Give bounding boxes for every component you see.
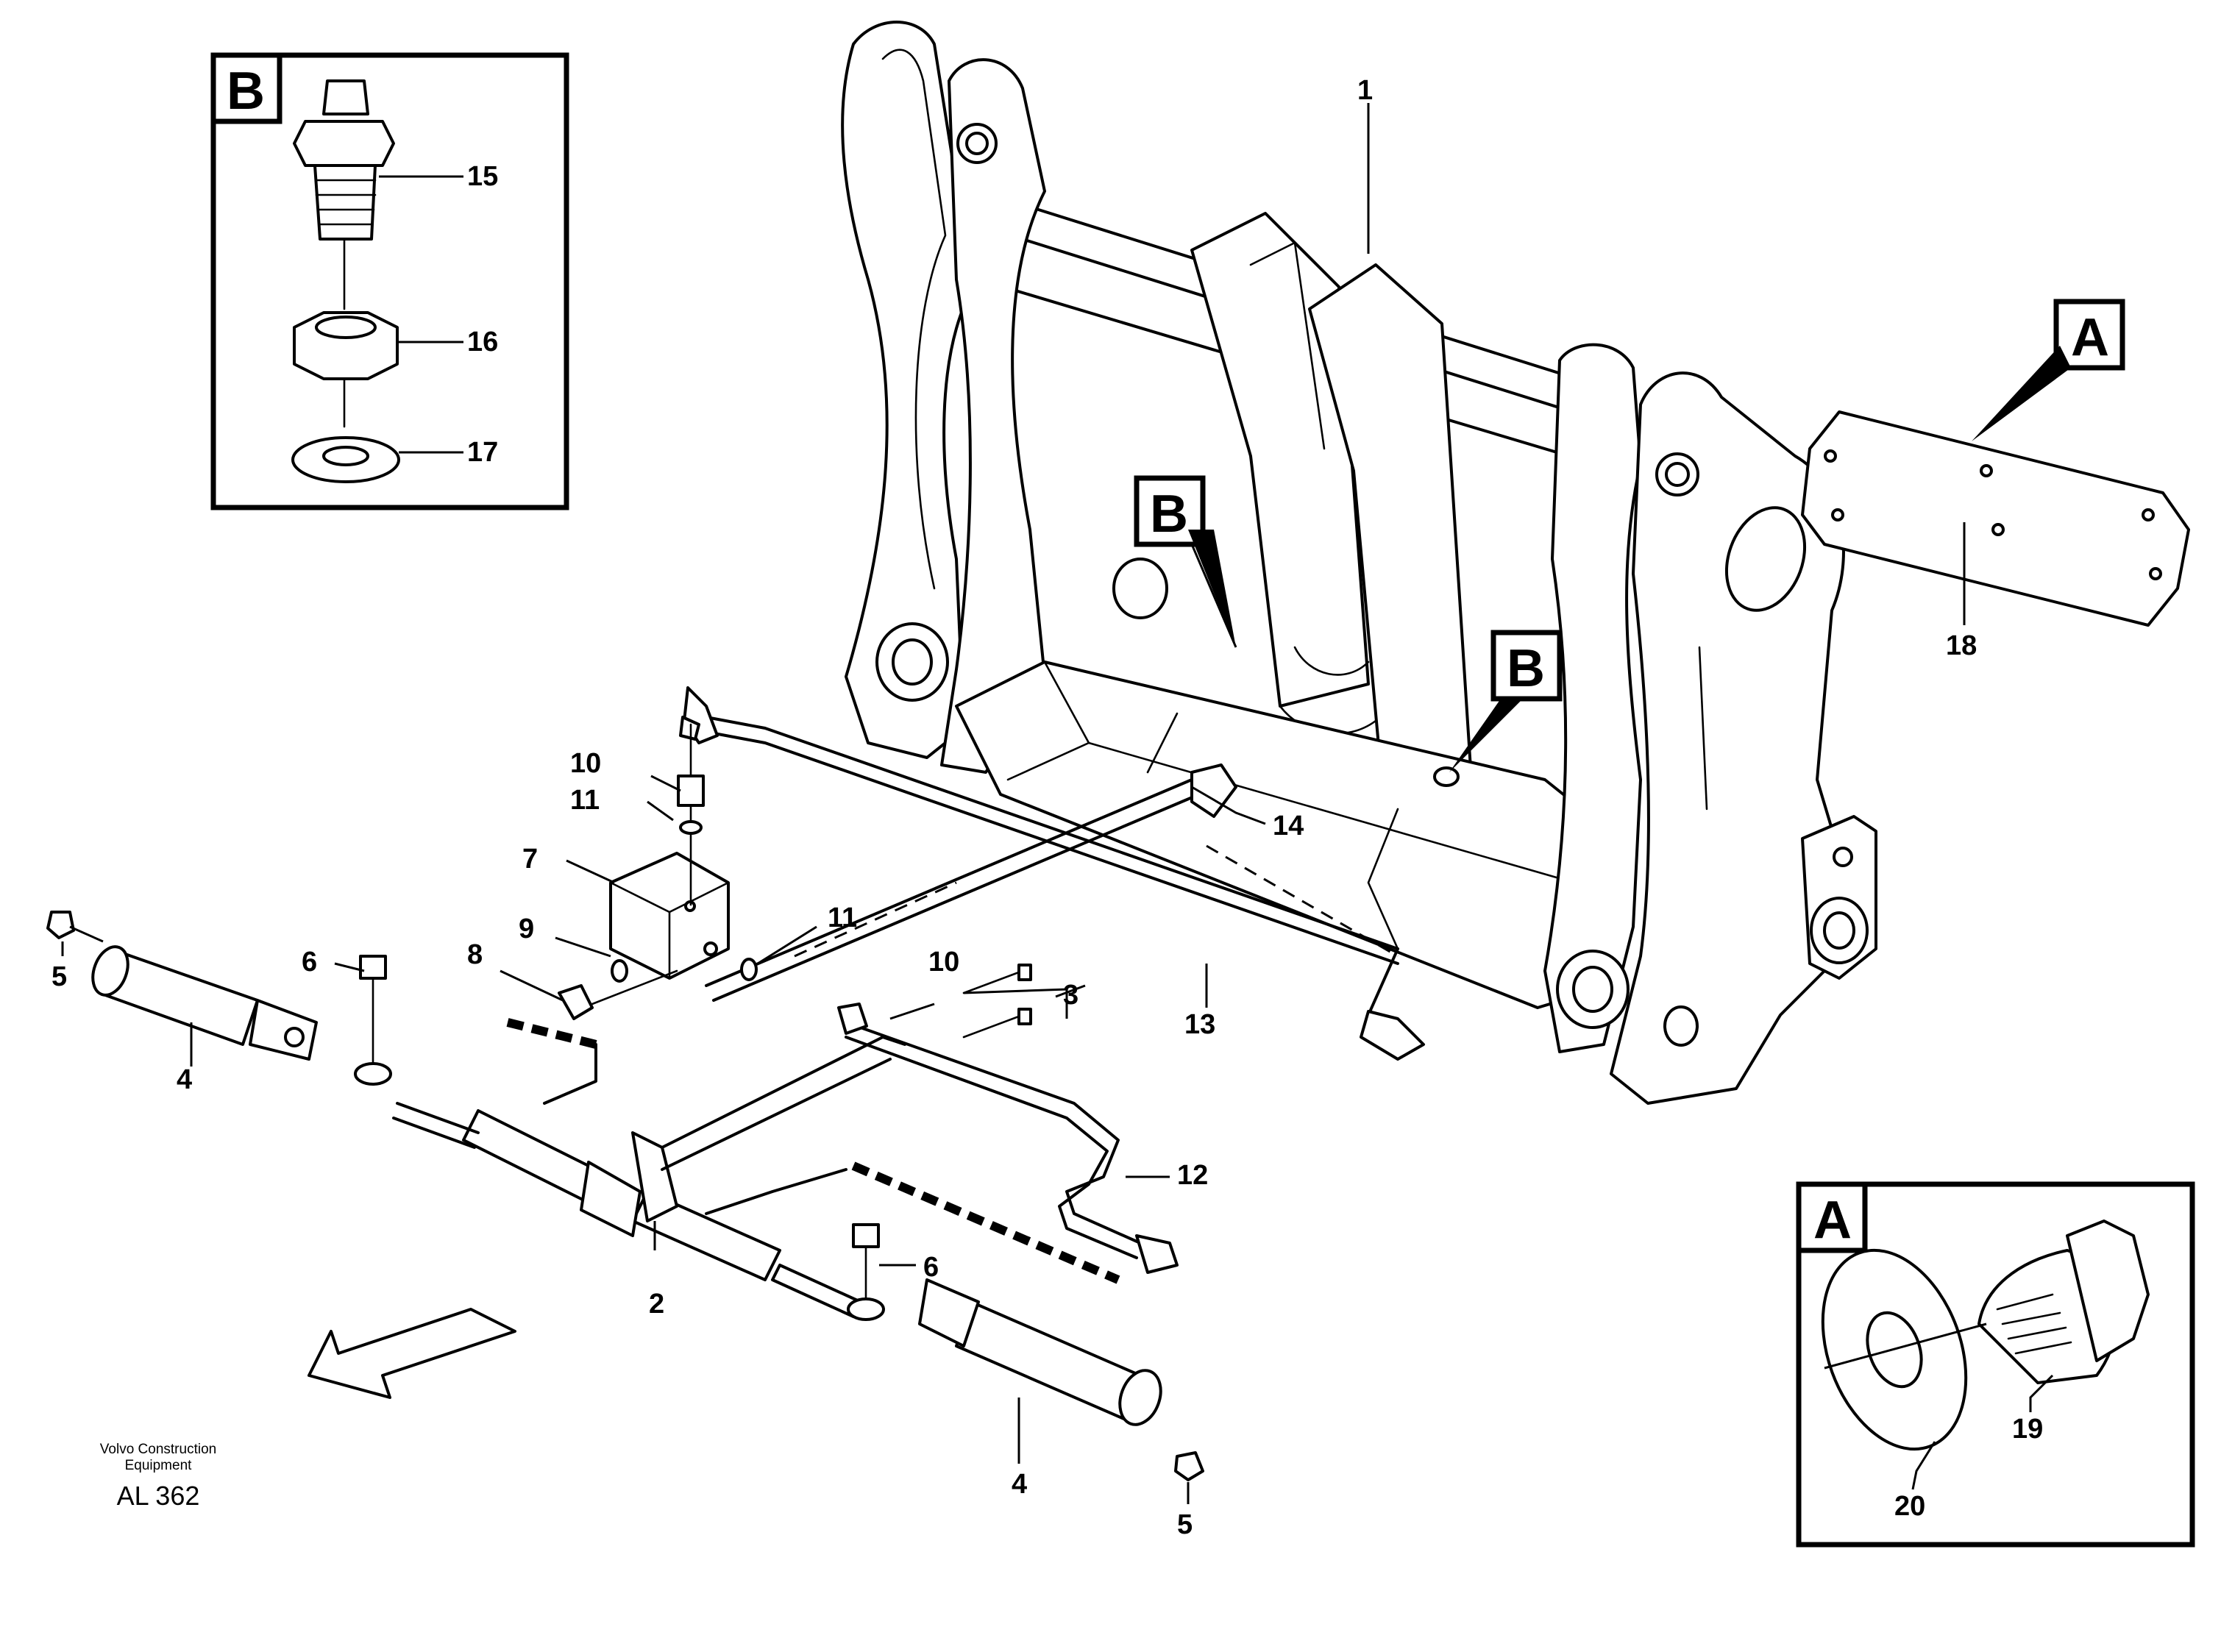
footer-credit: Volvo Construction Equipment AL 362 xyxy=(100,1442,216,1511)
inset-detail-b xyxy=(210,52,569,510)
callout-11-lower: 11 xyxy=(828,902,857,933)
callout-14: 14 xyxy=(1273,811,1304,841)
callout-6-lower: 6 xyxy=(923,1252,939,1283)
inset-detail-a xyxy=(1796,1181,2195,1548)
callout-5-left: 5 xyxy=(51,961,67,992)
callout-16: 16 xyxy=(467,327,498,357)
callout-6-upper: 6 xyxy=(302,947,317,978)
callout-11-upper: 11 xyxy=(570,785,600,816)
inset-a-letter: A xyxy=(1813,1191,1852,1250)
callout-1: 1 xyxy=(1357,75,1373,106)
small-parts xyxy=(46,723,1204,1481)
callout-4-left: 4 xyxy=(177,1064,192,1095)
lock-cylinder xyxy=(392,1036,906,1318)
callout-17: 17 xyxy=(467,437,498,468)
callout-3: 3 xyxy=(1063,980,1078,1011)
callout-13: 13 xyxy=(1184,1009,1215,1040)
callout-4-right: 4 xyxy=(1012,1469,1027,1500)
detail-tag-letters: B A B B A xyxy=(227,62,2109,1250)
inset-b-letter: B xyxy=(227,62,265,121)
callout-19: 19 xyxy=(2012,1414,2043,1445)
callout-8: 8 xyxy=(467,939,483,970)
forward-arrow-icon xyxy=(308,1308,516,1399)
callout-9: 9 xyxy=(519,914,534,944)
callout-12: 12 xyxy=(1177,1160,1208,1191)
cover-plate xyxy=(1801,410,2190,627)
callout-5-right: 5 xyxy=(1177,1509,1193,1540)
callout-20: 20 xyxy=(1894,1491,1925,1522)
hydraulic-lines xyxy=(506,686,1425,1284)
callout-10-lower: 10 xyxy=(928,947,959,978)
attachment-frame xyxy=(841,21,1877,1105)
footer-line-2: Equipment xyxy=(125,1458,193,1473)
callout-10-upper: 10 xyxy=(570,748,601,779)
callout-7: 7 xyxy=(522,844,538,875)
callout-2: 2 xyxy=(649,1289,664,1320)
pointer-b-lower xyxy=(1449,630,1563,772)
leader-lines xyxy=(61,103,1966,1504)
drawing-code: AL 362 xyxy=(117,1481,200,1511)
pointer-b-upper-letter: B xyxy=(1150,485,1188,544)
accumulator-right xyxy=(918,1278,1162,1426)
pointer-a-plate xyxy=(1972,299,2125,441)
pointer-b-lower-letter: B xyxy=(1507,639,1545,698)
callout-15: 15 xyxy=(467,161,498,192)
footer-line-1: Volvo Construction xyxy=(100,1442,216,1457)
callout-labels: 1 2 3 4 4 5 5 6 6 7 8 9 10 10 11 11 12 1… xyxy=(51,75,2043,1540)
callout-18: 18 xyxy=(1946,630,1977,661)
accumulator-left xyxy=(91,945,318,1061)
pointer-b-upper xyxy=(1134,475,1237,648)
pointer-a-letter: A xyxy=(2071,308,2109,367)
